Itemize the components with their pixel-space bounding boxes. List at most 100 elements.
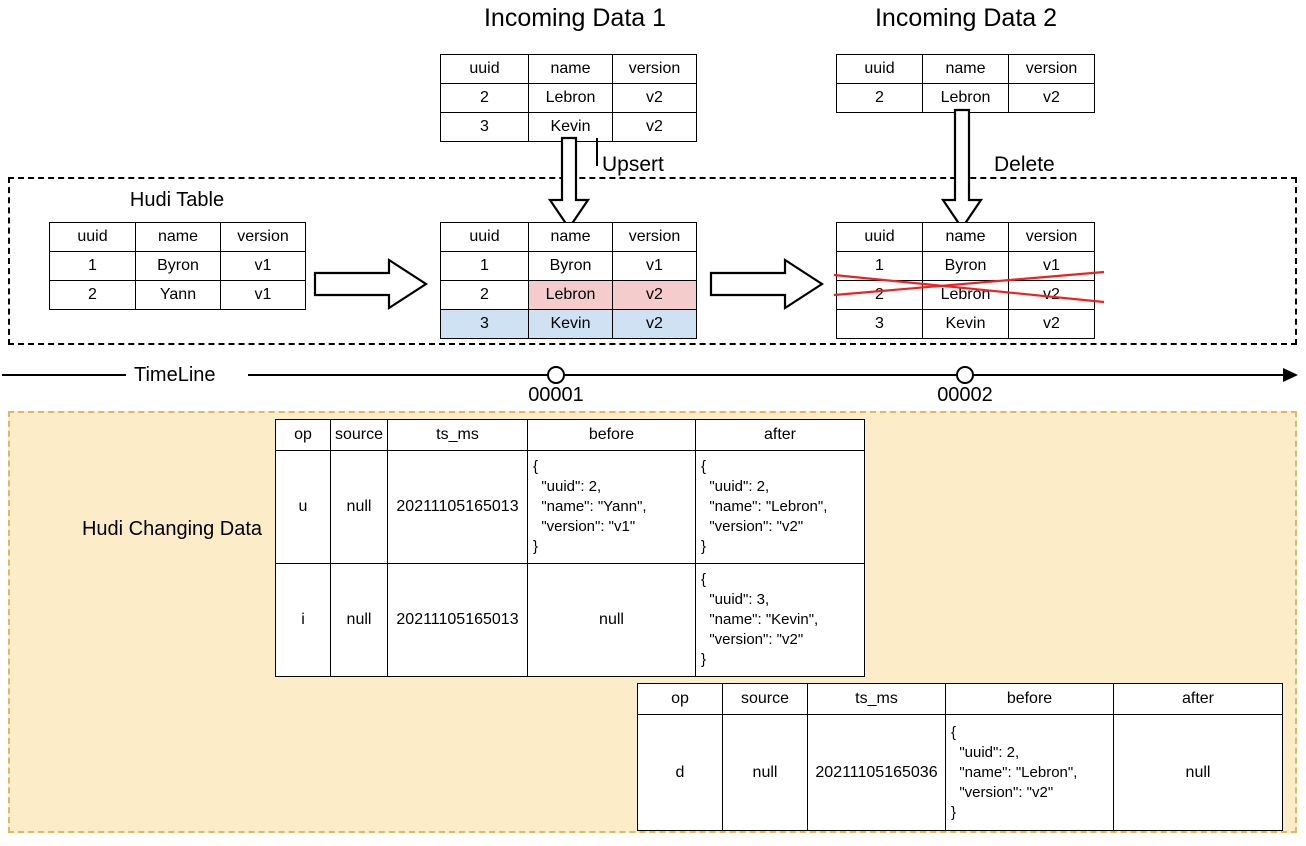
- column-header-ts-ms: ts_ms: [387, 419, 528, 451]
- cell-version: v2: [1008, 280, 1095, 310]
- table-row: d null 20211105165036 { "uuid": 2, "name…: [637, 714, 1283, 831]
- timeline-label: TimeLine: [134, 364, 216, 386]
- column-header-op: op: [275, 419, 331, 451]
- cell-before: null: [527, 563, 696, 677]
- cell-after: { "uuid": 3, "name": "Kevin", "version":…: [695, 563, 865, 677]
- cell-ts-ms: 20211105165013: [387, 563, 528, 677]
- delete-strikethrough-icon: [833, 270, 1105, 304]
- column-header-before: before: [945, 683, 1114, 715]
- cell-name: Kevin: [922, 309, 1009, 339]
- cell-name: Lebron: [528, 83, 613, 113]
- table-row: 2 Lebron v2: [440, 83, 697, 113]
- cell-op: d: [637, 714, 723, 831]
- timeline-tick-00001: 00001: [528, 384, 584, 406]
- column-header-version: version: [612, 54, 697, 84]
- cell-version: v2: [612, 280, 697, 310]
- cell-uuid: 3: [440, 309, 529, 339]
- column-header-name: name: [528, 54, 613, 84]
- cell-version: v2: [1008, 83, 1095, 113]
- table-row: 3 Kevin v2: [440, 112, 697, 142]
- column-header-name: name: [135, 222, 221, 252]
- table-header-row: uuid name version: [440, 222, 697, 252]
- table-row: 2 Lebron v2: [836, 83, 1095, 113]
- cell-ts-ms: 20211105165036: [807, 714, 946, 831]
- cell-uuid: 2: [49, 280, 136, 310]
- column-header-uuid: uuid: [440, 54, 529, 84]
- column-header-version: version: [1008, 54, 1095, 84]
- column-header-uuid: uuid: [836, 54, 923, 84]
- upsert-arrow: [547, 136, 591, 230]
- table-row-deleted: 2 Lebron v2: [836, 280, 1095, 310]
- column-header-version: version: [612, 222, 697, 252]
- cell-source: null: [722, 714, 808, 831]
- column-header-name: name: [528, 222, 613, 252]
- table-header-row: uuid name version: [836, 54, 1095, 84]
- cell-name: Byron: [528, 251, 613, 281]
- table-row: u null 20211105165013 { "uuid": 2, "name…: [275, 450, 865, 564]
- cell-ts-ms: 20211105165013: [387, 450, 528, 564]
- cell-uuid: 2: [836, 280, 923, 310]
- column-header-uuid: uuid: [49, 222, 136, 252]
- cell-before: { "uuid": 2, "name": "Yann", "version": …: [527, 450, 696, 564]
- hudi-changing-data-label: Hudi Changing Data: [81, 518, 263, 540]
- cell-uuid: 2: [440, 83, 529, 113]
- table-row: 1 Byron v1: [440, 251, 697, 281]
- cell-uuid: 3: [440, 112, 529, 142]
- column-header-name: name: [922, 54, 1009, 84]
- cell-version: v2: [612, 309, 697, 339]
- cell-name: Kevin: [528, 112, 613, 142]
- table-header-row: op source ts_ms before after: [275, 419, 865, 451]
- cell-source: null: [330, 563, 388, 677]
- incoming-data-1-title: Incoming Data 1: [483, 4, 667, 32]
- table-header-row: uuid name version: [49, 222, 306, 252]
- column-header-version: version: [220, 222, 306, 252]
- incoming-data-2-table: uuid name version 2 Lebron v2: [836, 54, 1095, 113]
- transition-arrow-1: [313, 257, 429, 311]
- table-row: 1 Byron v1: [49, 251, 306, 281]
- cell-uuid: 2: [836, 83, 923, 113]
- table-header-row: uuid name version: [836, 222, 1095, 252]
- table-row-updated: 2 Lebron v2: [440, 280, 697, 310]
- hudi-table-after-upsert: uuid name version 1 Byron v1 2 Lebron v2…: [440, 222, 697, 339]
- upsert-label: Upsert: [602, 153, 664, 176]
- cell-name: Yann: [135, 280, 221, 310]
- cell-name: Lebron: [528, 280, 613, 310]
- column-header-after: after: [1113, 683, 1283, 715]
- column-header-source: source: [722, 683, 808, 715]
- column-header-ts-ms: ts_ms: [807, 683, 946, 715]
- cell-uuid: 2: [440, 280, 529, 310]
- column-header-source: source: [330, 419, 388, 451]
- delete-label: Delete: [994, 153, 1055, 176]
- cell-name: Byron: [922, 251, 1009, 281]
- cdc-table-commit-00002: op source ts_ms before after d null 2021…: [637, 683, 1283, 831]
- column-header-after: after: [695, 419, 865, 451]
- cell-uuid: 1: [49, 251, 136, 281]
- delete-arrow: [940, 108, 984, 230]
- cell-version: v1: [220, 280, 306, 310]
- transition-arrow-2: [709, 257, 825, 311]
- table-header-row: uuid name version: [440, 54, 697, 84]
- column-header-before: before: [527, 419, 696, 451]
- hudi-table: uuid name version 1 Byron v1 2 Yann v1: [49, 222, 306, 310]
- cell-name: Lebron: [922, 83, 1009, 113]
- column-header-uuid: uuid: [836, 222, 923, 252]
- column-header-uuid: uuid: [440, 222, 529, 252]
- cell-version: v2: [1008, 309, 1095, 339]
- cell-uuid: 3: [836, 309, 923, 339]
- cell-before: { "uuid": 2, "name": "Lebron", "version"…: [945, 714, 1114, 831]
- timeline-tick-00002: 00002: [937, 384, 993, 406]
- cell-name: Kevin: [528, 309, 613, 339]
- cell-name: Byron: [135, 251, 221, 281]
- column-header-op: op: [637, 683, 723, 715]
- timeline: [2, 366, 1298, 384]
- cell-source: null: [330, 450, 388, 564]
- table-row: 3 Kevin v2: [836, 309, 1095, 339]
- cell-version: v1: [612, 251, 697, 281]
- table-row: 2 Yann v1: [49, 280, 306, 310]
- table-row: 1 Byron v1: [836, 251, 1095, 281]
- cell-op: u: [275, 450, 331, 564]
- cell-version: v2: [612, 83, 697, 113]
- column-header-name: name: [922, 222, 1009, 252]
- cell-version: v2: [612, 112, 697, 142]
